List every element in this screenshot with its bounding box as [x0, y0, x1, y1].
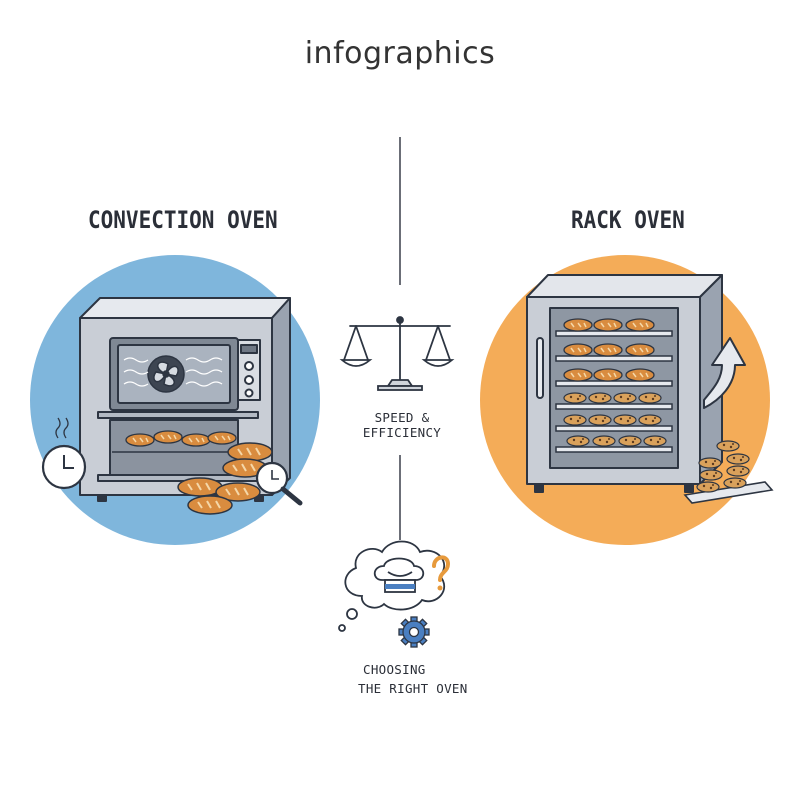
cookie-tray	[683, 440, 774, 504]
magnifier-icon	[255, 461, 303, 506]
page-title: infographics	[304, 36, 496, 71]
convection-oven-heading: CONVECTION OVEN	[88, 206, 278, 234]
choosing-label-line1: CHOOSING	[363, 662, 426, 677]
balance-scale-icon	[339, 316, 455, 391]
choosing-label-line2: THE RIGHT OVEN	[358, 681, 468, 696]
rack-oven-heading: RACK OVEN	[571, 206, 685, 234]
chef-hat-thought-icon	[338, 540, 446, 632]
gear-icon	[398, 616, 430, 648]
question-mark-icon	[432, 555, 451, 591]
speed-efficiency-label: SPEED & EFFICIENCY	[362, 410, 442, 440]
up-arrow-icon	[703, 337, 746, 409]
clock-icon	[41, 417, 87, 490]
convection-breads	[112, 430, 237, 453]
fan-icon	[147, 355, 185, 393]
rack-trays	[555, 330, 673, 453]
convection-oven	[79, 297, 291, 502]
heat-waves	[123, 357, 223, 387]
